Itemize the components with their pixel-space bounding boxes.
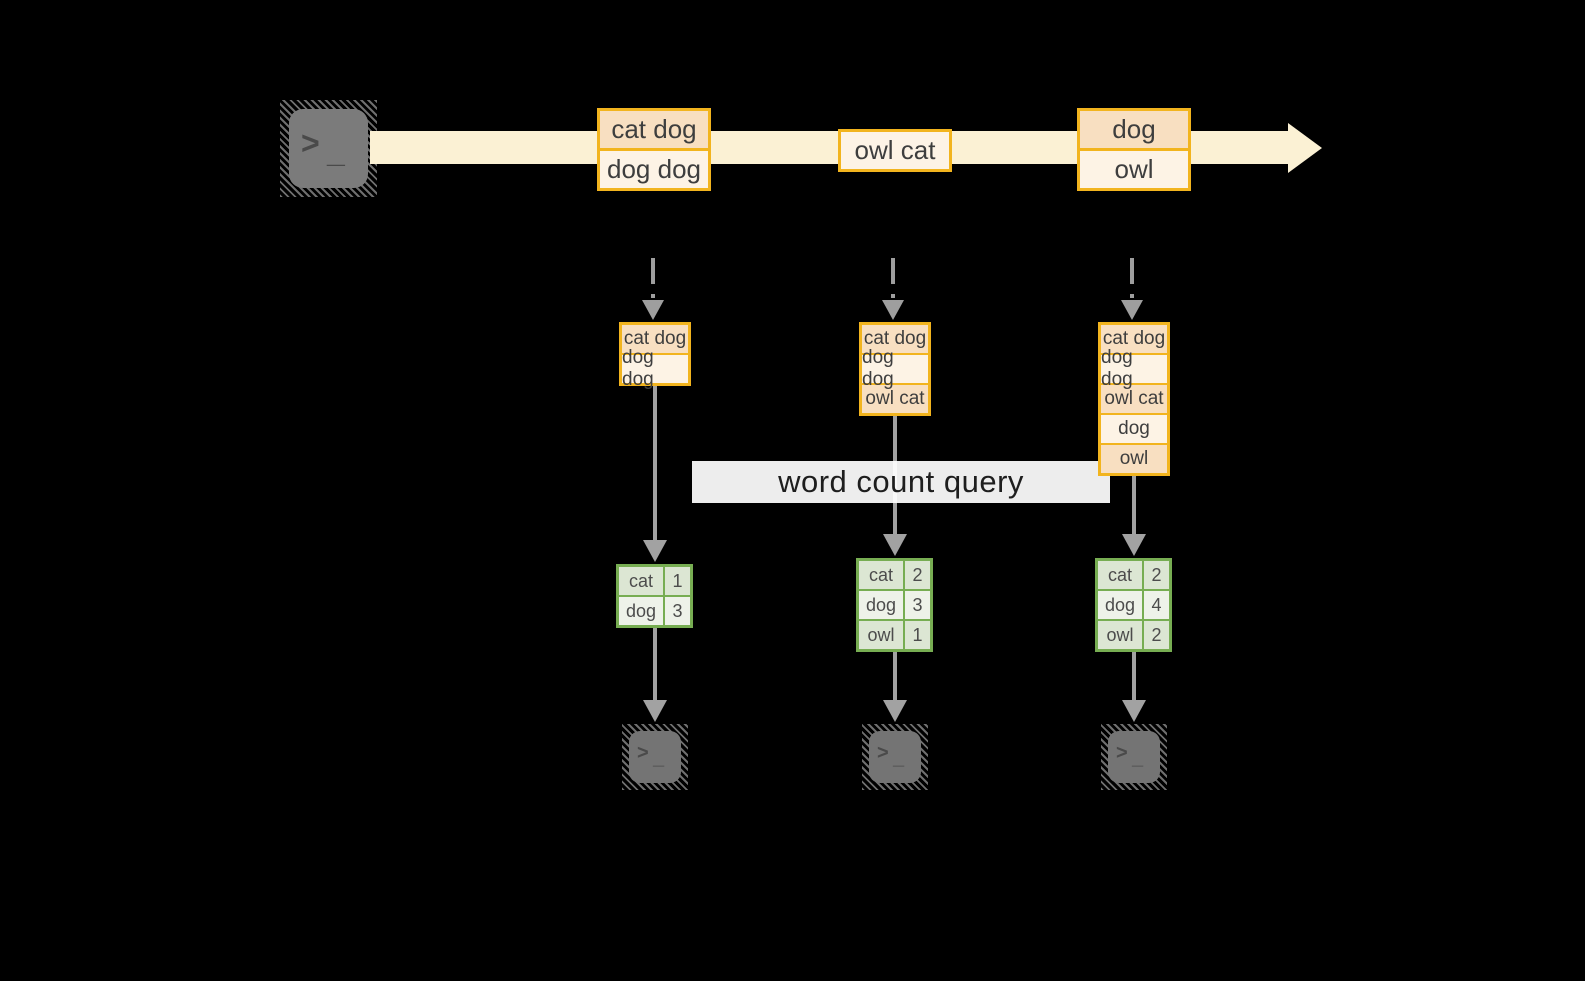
terminal-prompt-icon: >	[301, 125, 320, 161]
query-banner: word count query	[692, 461, 1110, 503]
count-value: 3	[665, 597, 690, 625]
stream-record: owl cat	[841, 132, 949, 169]
buffer-record: dog dog	[622, 347, 688, 390]
buffer-record: cat dog	[622, 325, 688, 353]
count-word: owl	[1098, 621, 1142, 649]
buffer-record: cat dog	[862, 325, 928, 353]
count-table-2: cat 2 dog 3 owl 1	[856, 558, 933, 652]
count-word: cat	[859, 561, 903, 589]
count-word: owl	[859, 621, 903, 649]
count-value: 4	[1144, 591, 1169, 619]
buffer-record: owl cat	[862, 383, 928, 413]
down-arrow-line	[1132, 476, 1136, 536]
stream-batch-3: dog owl	[1077, 108, 1191, 191]
terminal-icon: > _	[1101, 724, 1167, 790]
count-value: 2	[1144, 621, 1169, 649]
count-value: 1	[665, 567, 690, 595]
dashed-arrow-head-icon	[1121, 300, 1143, 320]
record-buffer-1: cat dog dog dog	[619, 322, 691, 390]
terminal-cursor-icon: _	[893, 747, 905, 769]
buffer-record: owl	[1101, 443, 1167, 473]
record-buffer-2: cat dog dog dog owl cat	[859, 322, 931, 416]
stream-batch-2: owl cat	[838, 129, 952, 172]
terminal-cursor-icon: _	[653, 747, 665, 769]
down-arrow-line	[653, 386, 657, 542]
dashed-arrow-head-icon	[642, 300, 664, 320]
terminal-icon-body: > _	[629, 731, 681, 783]
record-buffer-3: cat dog dog dog owl cat dog owl	[1098, 322, 1170, 476]
terminal-prompt-icon: >	[877, 742, 889, 764]
down-arrow-head-icon	[883, 700, 907, 722]
count-table-3: cat 2 dog 4 owl 2	[1095, 558, 1172, 652]
stream-record: owl	[1080, 148, 1188, 188]
buffer-record: dog dog	[862, 347, 928, 390]
terminal-icon-body: > _	[869, 731, 921, 783]
count-value: 1	[905, 621, 930, 649]
terminal-icon: > _	[622, 724, 688, 790]
stream-record: cat dog	[600, 111, 708, 148]
count-value: 3	[905, 591, 930, 619]
terminal-icon-body: > _	[289, 109, 368, 188]
terminal-icon-body: > _	[1108, 731, 1160, 783]
down-arrow-head-icon	[1122, 534, 1146, 556]
count-value: 2	[1144, 561, 1169, 589]
count-table-1: cat 1 dog 3	[616, 564, 693, 628]
count-word: cat	[1098, 561, 1142, 589]
stream-record: dog	[1080, 111, 1188, 148]
terminal-prompt-icon: >	[1116, 742, 1128, 764]
buffer-record: owl cat	[1101, 383, 1167, 413]
count-word: dog	[859, 591, 903, 619]
stream-arrowhead-icon	[1288, 123, 1322, 173]
stream-batch-1: cat dog dog dog	[597, 108, 711, 191]
buffer-record: dog dog	[1101, 347, 1167, 390]
dashed-arrow-line	[891, 258, 895, 298]
buffer-record: dog	[1101, 413, 1167, 443]
down-arrow-head-icon	[1122, 700, 1146, 722]
query-banner-label: word count query	[778, 464, 1024, 499]
down-arrow-line	[1132, 652, 1136, 700]
count-word: cat	[619, 567, 663, 595]
buffer-record: cat dog	[1101, 325, 1167, 353]
down-arrow-line	[653, 628, 657, 700]
count-value: 2	[905, 561, 930, 589]
count-word: dog	[1098, 591, 1142, 619]
dashed-arrow-line	[651, 258, 655, 298]
dashed-arrow-line	[1130, 258, 1134, 298]
terminal-icon: > _	[280, 100, 377, 197]
down-arrow-head-icon	[883, 534, 907, 556]
terminal-cursor-icon: _	[327, 133, 345, 169]
terminal-cursor-icon: _	[1132, 747, 1144, 769]
stream-record: dog dog	[600, 148, 708, 188]
count-word: dog	[619, 597, 663, 625]
terminal-icon: > _	[862, 724, 928, 790]
dashed-arrow-head-icon	[882, 300, 904, 320]
terminal-prompt-icon: >	[637, 742, 649, 764]
down-arrow-line	[893, 652, 897, 700]
down-arrow-head-icon	[643, 540, 667, 562]
down-arrow-head-icon	[643, 700, 667, 722]
